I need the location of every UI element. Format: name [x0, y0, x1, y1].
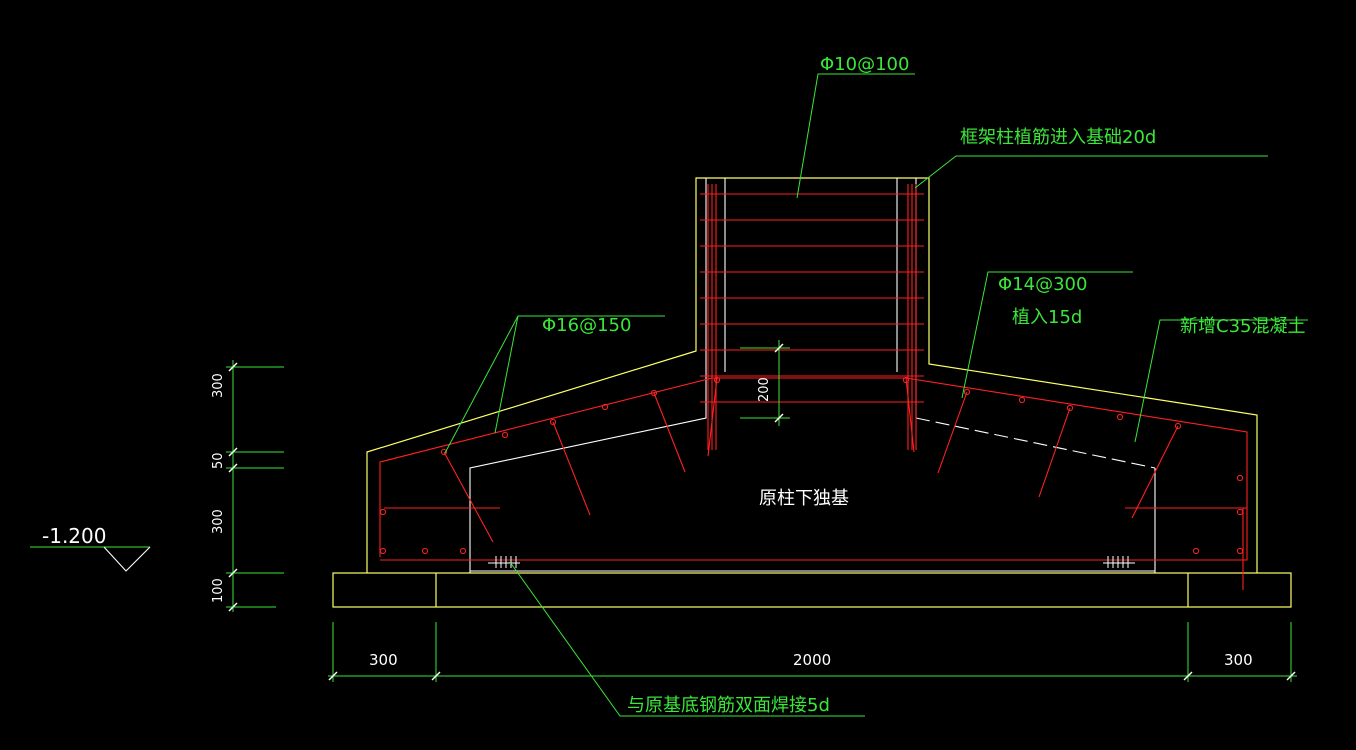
- elevation-symbol: [103, 546, 151, 572]
- rebar-section-dot: [1116, 413, 1124, 421]
- weld-marks: [488, 556, 1135, 568]
- leader-lines: [444, 73, 1308, 717]
- dim-left-3: 300: [211, 509, 226, 534]
- rebar-section-dot: [713, 376, 721, 384]
- rebar-section-dot: [1018, 396, 1026, 404]
- elevation-label: -1.200: [42, 524, 106, 548]
- rebar-section-dot: [963, 388, 971, 396]
- dowel-embed-label: 植入15d: [1012, 307, 1082, 328]
- rebar-section-dot: [1236, 508, 1244, 516]
- dowel-spec-label: Φ14@300: [998, 274, 1087, 295]
- dim-left-4: 100: [211, 578, 226, 603]
- stirrup-label: Φ10@100: [820, 54, 909, 75]
- column-rebar: [700, 184, 924, 450]
- rebar-section-dot: [1066, 404, 1074, 412]
- rebar-section-dot: [902, 376, 910, 384]
- dim-left-1: 300: [211, 373, 226, 398]
- rebar-section-dot: [421, 547, 429, 555]
- rebar-section-dot: [379, 508, 387, 516]
- new-concrete-outline: [332, 177, 1292, 608]
- rebar-section-dot: [549, 418, 557, 426]
- rebar-section-dot: [601, 403, 609, 411]
- rebar-section-dot: [440, 448, 448, 456]
- rebar-section-dot: [1192, 547, 1200, 555]
- rebar-section-dot: [1236, 547, 1244, 555]
- top-bars-label: Φ16@150: [542, 315, 631, 336]
- new-concrete-label: 新增C35混凝土: [1180, 316, 1305, 337]
- rebar-section-dot: [1174, 422, 1182, 430]
- rebar-section-dot: [1236, 474, 1244, 482]
- rebar-section-dot: [650, 389, 658, 397]
- existing-footing-label: 原柱下独基: [759, 488, 849, 509]
- rebar-section-dot: [501, 431, 509, 439]
- rebar-section-dot: [459, 547, 467, 555]
- dim-bottom-right: 300: [1224, 651, 1253, 669]
- dim-bottom-middle: 2000: [793, 651, 831, 669]
- dim-left-2: 50: [211, 452, 226, 469]
- rebar-dots: [379, 376, 1244, 555]
- rebar-section-dot: [379, 547, 387, 555]
- inner-dim-label: 200: [757, 377, 772, 402]
- dimension-lines: [30, 360, 1297, 682]
- dimension-ticks: [228, 343, 1296, 681]
- column-anchor-label: 框架柱植筋进入基础20d: [960, 127, 1156, 148]
- weld-note-label: 与原基底钢筋双面焊接5d: [627, 695, 830, 716]
- dim-bottom-left: 300: [369, 651, 398, 669]
- footing-rebar: [379, 377, 1248, 590]
